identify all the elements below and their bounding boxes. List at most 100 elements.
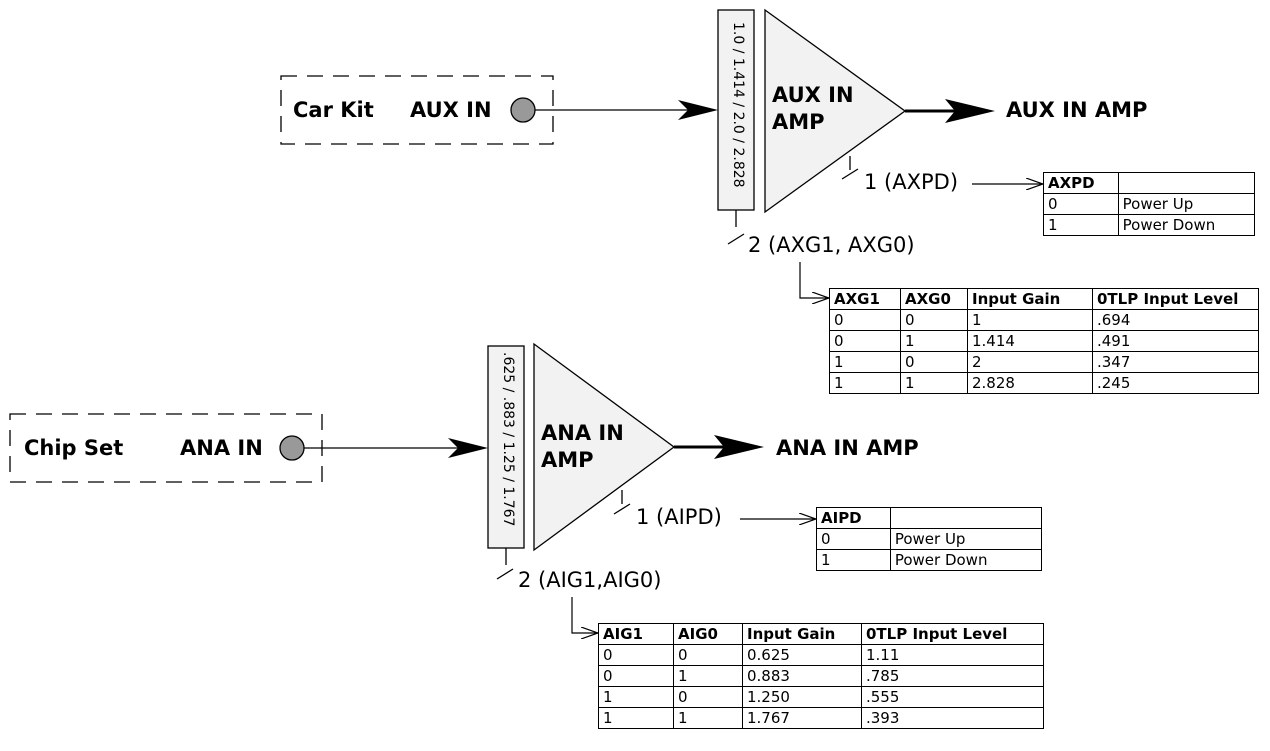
table-header-cell [1117,172,1256,194]
table-cell: 0 [829,309,901,331]
aux-gain-strip [717,9,755,211]
aux-pd-table: AXPD 0 Power Up 1 Power Down [1043,172,1256,236]
ana-pd-label: 1 (AIPD) [636,505,722,529]
table-cell: Power Up [1117,193,1256,215]
aux-gain-arrow [799,262,829,298]
ana-amp-label-line1: ANA IN [541,421,624,445]
table-header-cell [889,507,1043,529]
table-cell: 1 [829,351,901,373]
ana-amp-label-line2: AMP [541,448,594,472]
aux-amp-label-line2: AMP [772,110,825,134]
table-cell: 0 [1043,193,1119,215]
aux-pd-label: 1 (AXPD) [864,170,959,194]
ana-amp-triangle [533,342,676,552]
table-cell: 0 [598,665,674,687]
table-cell: 1 [598,686,674,708]
aux-source-label: Car Kit [293,98,374,122]
table-cell: .245 [1092,372,1259,394]
aux-gain-table: AXG1 AXG0 Input Gain 0TLP Input Level 0 … [829,288,1259,394]
aux-gain-bits-label: 2 (AXG1, AXG0) [748,233,915,257]
table-cell: 1 [1043,214,1119,236]
table-header-cell: 0TLP Input Level [861,623,1044,645]
table-cell: 1.11 [861,644,1044,666]
table-header-cell: AXG1 [829,288,901,310]
table-header-row: AIPD [816,507,1043,529]
table-header-cell: AXG0 [900,288,968,310]
table-row: 1 1 1.767 .393 [598,707,1044,729]
table-row: 0 Power Up [1043,193,1256,215]
ana-output-arrowhead [714,435,764,459]
table-row: 1 0 2 .347 [829,351,1259,373]
ana-gain-table: AIG1 AIG0 Input Gain 0TLP Input Level 0 … [598,623,1044,729]
table-row: 1 0 1.250 .555 [598,686,1044,708]
table-cell: Power Down [1117,214,1256,236]
ana-pd-tick [613,503,631,515]
table-cell: 1 [967,309,1093,331]
ana-input-arrowhead [448,438,488,458]
table-cell: 0 [673,644,743,666]
aux-gain-steps: 1.0 / 1.414 / 2.0 / 2.828 [730,22,746,188]
table-cell: Power Down [889,549,1043,571]
aux-input-jack [510,97,536,123]
ana-input-label: ANA IN [180,436,263,460]
ana-amp-label: ANA IN AMP [541,420,624,474]
table-cell: 0.625 [742,644,862,666]
table-cell: .491 [1092,330,1259,352]
ana-input-jack [279,435,305,461]
table-cell: 1 [816,549,891,571]
table-cell: .347 [1092,351,1259,373]
table-cell: Power Up [889,528,1043,550]
table-cell: 0.883 [742,665,862,687]
aux-input-label: AUX IN [410,98,492,122]
table-row: 1 Power Down [1043,214,1256,236]
ana-gain-tick [496,568,514,580]
table-cell: 1 [900,330,968,352]
table-row: 0 1 1.414 .491 [829,330,1259,352]
table-cell: 0 [900,351,968,373]
table-header-cell: Input Gain [742,623,862,645]
aux-output-arrowhead [945,99,995,123]
table-cell: 0 [673,686,743,708]
aux-source-box [280,75,554,145]
ana-source-label: Chip Set [24,436,124,460]
table-row: 1 1 2.828 .245 [829,372,1259,394]
table-cell: 1.767 [742,707,862,729]
table-cell: .785 [861,665,1044,687]
aux-gain-tick [727,233,745,245]
ana-output-label: ANA IN AMP [776,436,919,460]
table-row: 0 Power Up [816,528,1043,550]
table-cell: 1.250 [742,686,862,708]
ana-gain-arrow [571,597,598,633]
table-header-cell: AIG1 [598,623,674,645]
aux-input-arrowhead [678,100,718,120]
aux-output-label: AUX IN AMP [1006,98,1148,122]
table-row: 0 0 0.625 1.11 [598,644,1044,666]
table-cell: 1 [829,372,901,394]
aux-amp-label: AUX IN AMP [772,82,854,136]
aux-pd-tick [841,168,859,180]
table-cell: 2.828 [967,372,1093,394]
table-cell: 0 [900,309,968,331]
table-row: 0 1 0.883 .785 [598,665,1044,687]
table-cell: 2 [967,351,1093,373]
aux-amp-label-line1: AUX IN [772,83,854,107]
table-header-cell: AIPD [816,507,891,529]
table-cell: 1 [598,707,674,729]
aux-amp-triangle [764,8,907,214]
table-cell: 1 [673,707,743,729]
ana-pd-table: AIPD 0 Power Up 1 Power Down [816,507,1043,571]
table-cell: 0 [816,528,891,550]
table-header-cell: AIG0 [673,623,743,645]
ana-gain-steps: .625 / .883 / 1.25 / 1.767 [500,352,516,527]
table-cell: 1.414 [967,330,1093,352]
table-cell: .555 [861,686,1044,708]
table-header-row: AXPD [1043,172,1256,194]
ana-gain-bits-label: 2 (AIG1,AIG0) [518,568,662,592]
table-cell: 1 [673,665,743,687]
table-row: 0 0 1 .694 [829,309,1259,331]
table-header-cell: Input Gain [967,288,1093,310]
table-header-row: AIG1 AIG0 Input Gain 0TLP Input Level [598,623,1044,645]
table-cell: .393 [861,707,1044,729]
table-cell: 0 [829,330,901,352]
